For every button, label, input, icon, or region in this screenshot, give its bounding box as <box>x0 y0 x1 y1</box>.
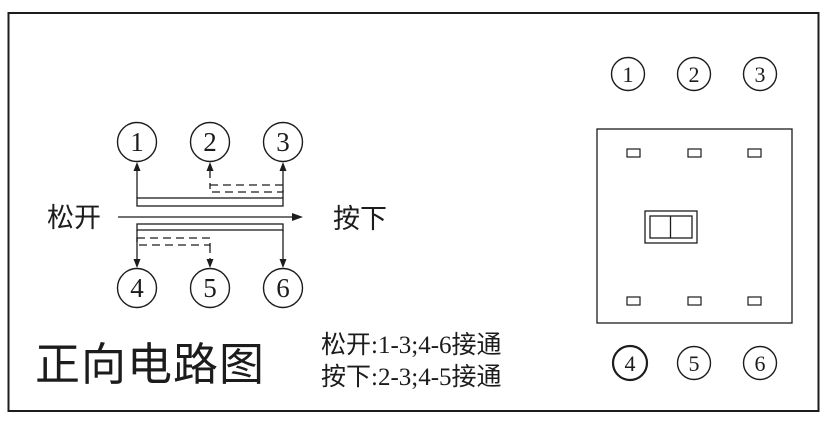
switch-slot-6 <box>747 296 762 306</box>
schematic-terminal-4-label: 4 <box>130 273 144 303</box>
switch-slot-3 <box>747 148 762 158</box>
switch-top-view: 1 2 3 4 5 6 <box>596 56 793 382</box>
switch-slot-5 <box>687 296 702 306</box>
schematic-terminal-5-label: 5 <box>203 273 217 303</box>
schematic-terminal-1-label: 1 <box>130 127 144 157</box>
note-released-connections: 松开:1-3;4-6接通 <box>321 331 502 359</box>
schematic-terminal-4-circle <box>116 267 158 309</box>
upper-contact-bar-released <box>136 197 284 207</box>
switch-terminal-3-label: 3 <box>755 62 766 87</box>
switch-actuator-outer <box>644 210 698 244</box>
schematic-terminal-2-label: 2 <box>203 127 217 157</box>
schematic-terminal-6-label: 6 <box>276 273 290 303</box>
schematic-terminal-1-circle <box>116 121 158 163</box>
press-direction-arrowhead <box>292 213 303 221</box>
terminal-1-arrowhead <box>133 162 141 171</box>
schematic-terminal-3-circle <box>262 121 304 163</box>
switch-terminal-3-circle <box>742 56 778 92</box>
schematic-terminal-6-circle <box>262 267 304 309</box>
upper-contact-bar-pressed <box>209 184 284 193</box>
label-release: 松开 <box>47 203 101 233</box>
switch-terminal-5-label: 5 <box>689 351 700 376</box>
connection-notes: 松开:1-3;4-6接通 按下:2-3;4-5接通 <box>321 331 502 391</box>
switch-terminal-1-label: 1 <box>623 62 634 87</box>
terminal-4-arrowhead <box>133 259 141 268</box>
label-press: 按下 <box>333 204 387 234</box>
note-pressed-connections: 按下:2-3;4-5接通 <box>321 363 502 391</box>
switch-slot-1 <box>626 148 641 158</box>
terminal-3-arrowhead <box>279 162 287 171</box>
terminal-2-arrowhead <box>206 162 214 171</box>
switch-terminal-5-circle <box>676 345 712 381</box>
switch-terminal-2-label: 2 <box>689 62 700 87</box>
schematic-terminal-2-circle <box>189 121 231 163</box>
terminal-6-arrowhead <box>279 259 287 268</box>
switch-terminal-4-label: 4 <box>625 351 636 376</box>
switch-terminal-6-label: 6 <box>755 351 766 376</box>
drawing-border <box>7 12 820 412</box>
switch-terminal-2-circle <box>676 56 712 92</box>
switch-slot-4 <box>626 296 641 306</box>
forward-circuit-schematic: 1 2 3 <box>47 121 387 309</box>
switch-body <box>596 128 793 324</box>
lower-contact-bar-pressed <box>136 237 211 246</box>
switch-slot-2 <box>687 148 702 158</box>
switch-terminal-1-circle <box>610 56 646 92</box>
schematic-terminal-5-circle <box>189 267 231 309</box>
diagram-title: 正向电路图 <box>35 340 265 390</box>
schematic-terminal-3-label: 3 <box>276 127 290 157</box>
lower-contact-bar-released <box>136 223 284 231</box>
switch-terminal-4-circle <box>611 344 649 382</box>
switch-terminal-6-circle <box>742 345 778 381</box>
terminal-5-arrowhead <box>206 259 214 268</box>
